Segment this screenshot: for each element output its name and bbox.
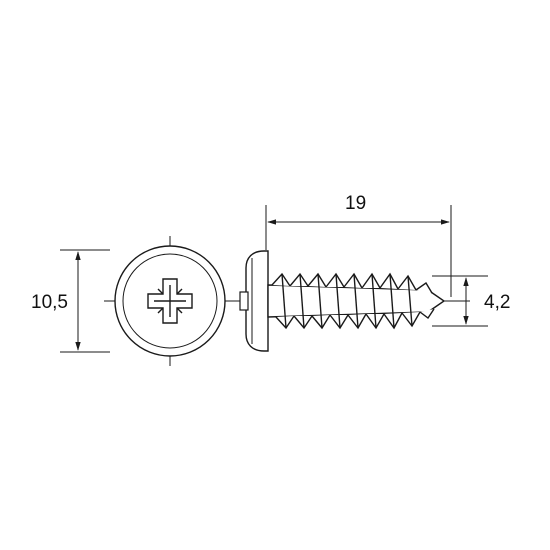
head-profile — [245, 250, 269, 352]
recess-section — [239, 291, 249, 311]
screw-side-view — [232, 250, 470, 352]
thread-diameter-dimension: 4,2 — [432, 275, 510, 327]
pozidriv-cross-recess — [147, 278, 193, 324]
screw-head-front-view — [104, 236, 238, 366]
head-diameter-dimension: 10,5 — [31, 249, 110, 353]
length-dimension: 19 — [265, 193, 452, 297]
head-diameter-label: 10,5 — [31, 292, 68, 313]
length-label: 19 — [345, 193, 366, 214]
thread-diameter-label: 4,2 — [484, 292, 510, 313]
screw-threads — [271, 272, 435, 330]
head-inner-circle — [122, 253, 218, 349]
